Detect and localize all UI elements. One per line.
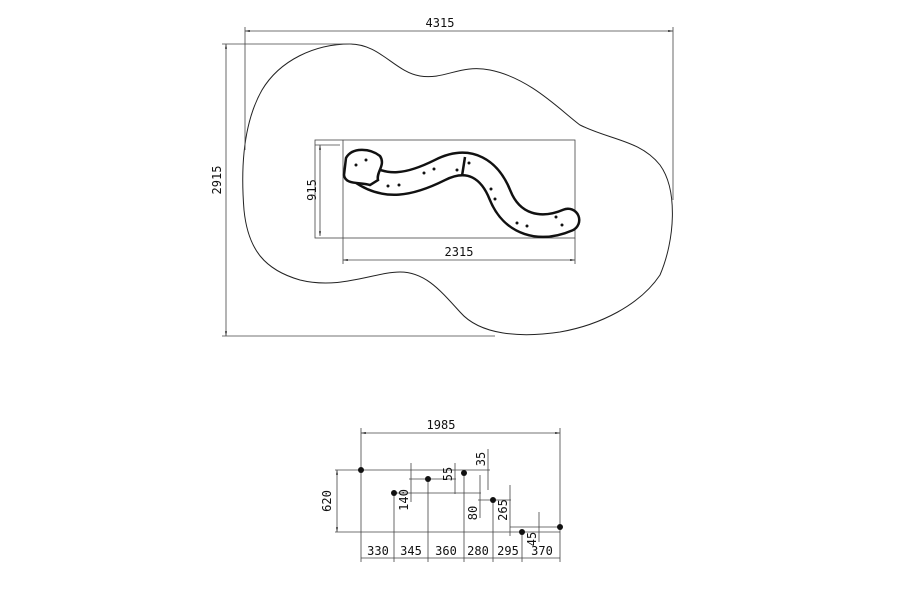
segment-label: 345 <box>400 544 422 558</box>
equipment-width-label: 2315 <box>445 245 474 259</box>
overall-depth-label: 2915 <box>210 166 224 195</box>
segment-label: 360 <box>435 544 457 558</box>
height-step-label: 55 <box>441 467 455 481</box>
segment-label: 370 <box>531 544 553 558</box>
equipment-footprint <box>314 139 576 239</box>
safety-zone-outline <box>242 43 673 336</box>
height-step-label: 45 <box>525 532 539 546</box>
total-height-label: 620 <box>320 490 334 512</box>
height-step-label: 35 <box>474 452 488 466</box>
snake-climber <box>342 148 581 239</box>
segment-label: 280 <box>467 544 489 558</box>
total-length-label: 1985 <box>427 418 456 432</box>
height-step-label: 140 <box>397 489 411 511</box>
height-step-label: 80 <box>466 506 480 520</box>
step-points <box>358 467 563 535</box>
overall-width-label: 4315 <box>426 16 455 30</box>
height-step-label: 265 <box>496 499 510 521</box>
segment-label: 295 <box>497 544 519 558</box>
plan-view: 4315 2915 915 2315 <box>210 16 674 337</box>
segment-label: 330 <box>367 544 389 558</box>
equipment-depth-label: 915 <box>305 179 319 201</box>
elevation-view: 1985 620 140 55 35 80 265 45 <box>320 418 563 562</box>
